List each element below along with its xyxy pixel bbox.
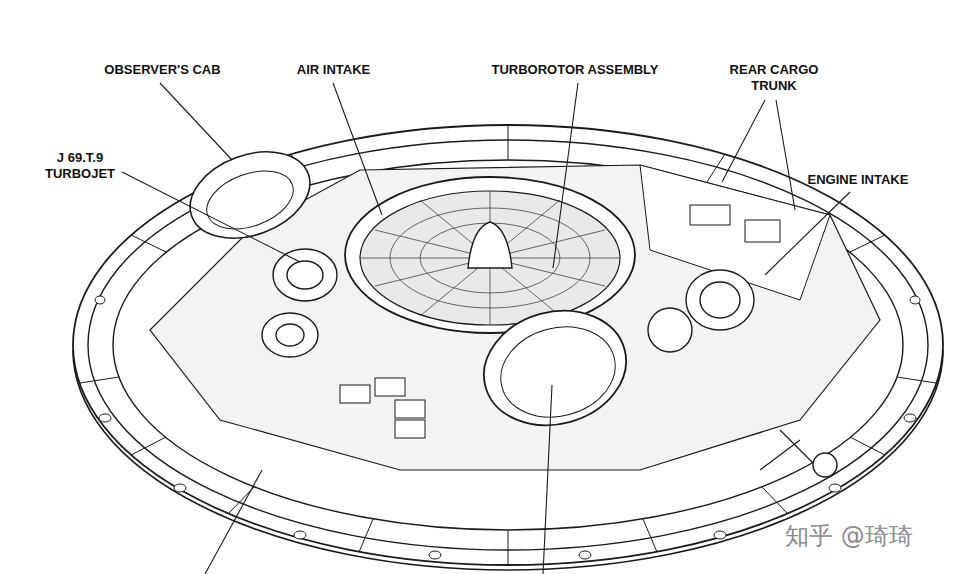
part-label: ENGINE INTAKE [796,172,920,188]
part-label: AIR INTAKE [286,62,381,78]
part-label: REAR CARGO TRUNK [722,62,826,94]
watermark: 知乎 @琦琦 [785,522,913,550]
part-label: J 69.T.9 TURBOJET [38,150,122,182]
part-label: TURBOROTOR ASSEMBLY [480,62,670,78]
part-label: OBSERVER'S CAB [95,62,230,78]
